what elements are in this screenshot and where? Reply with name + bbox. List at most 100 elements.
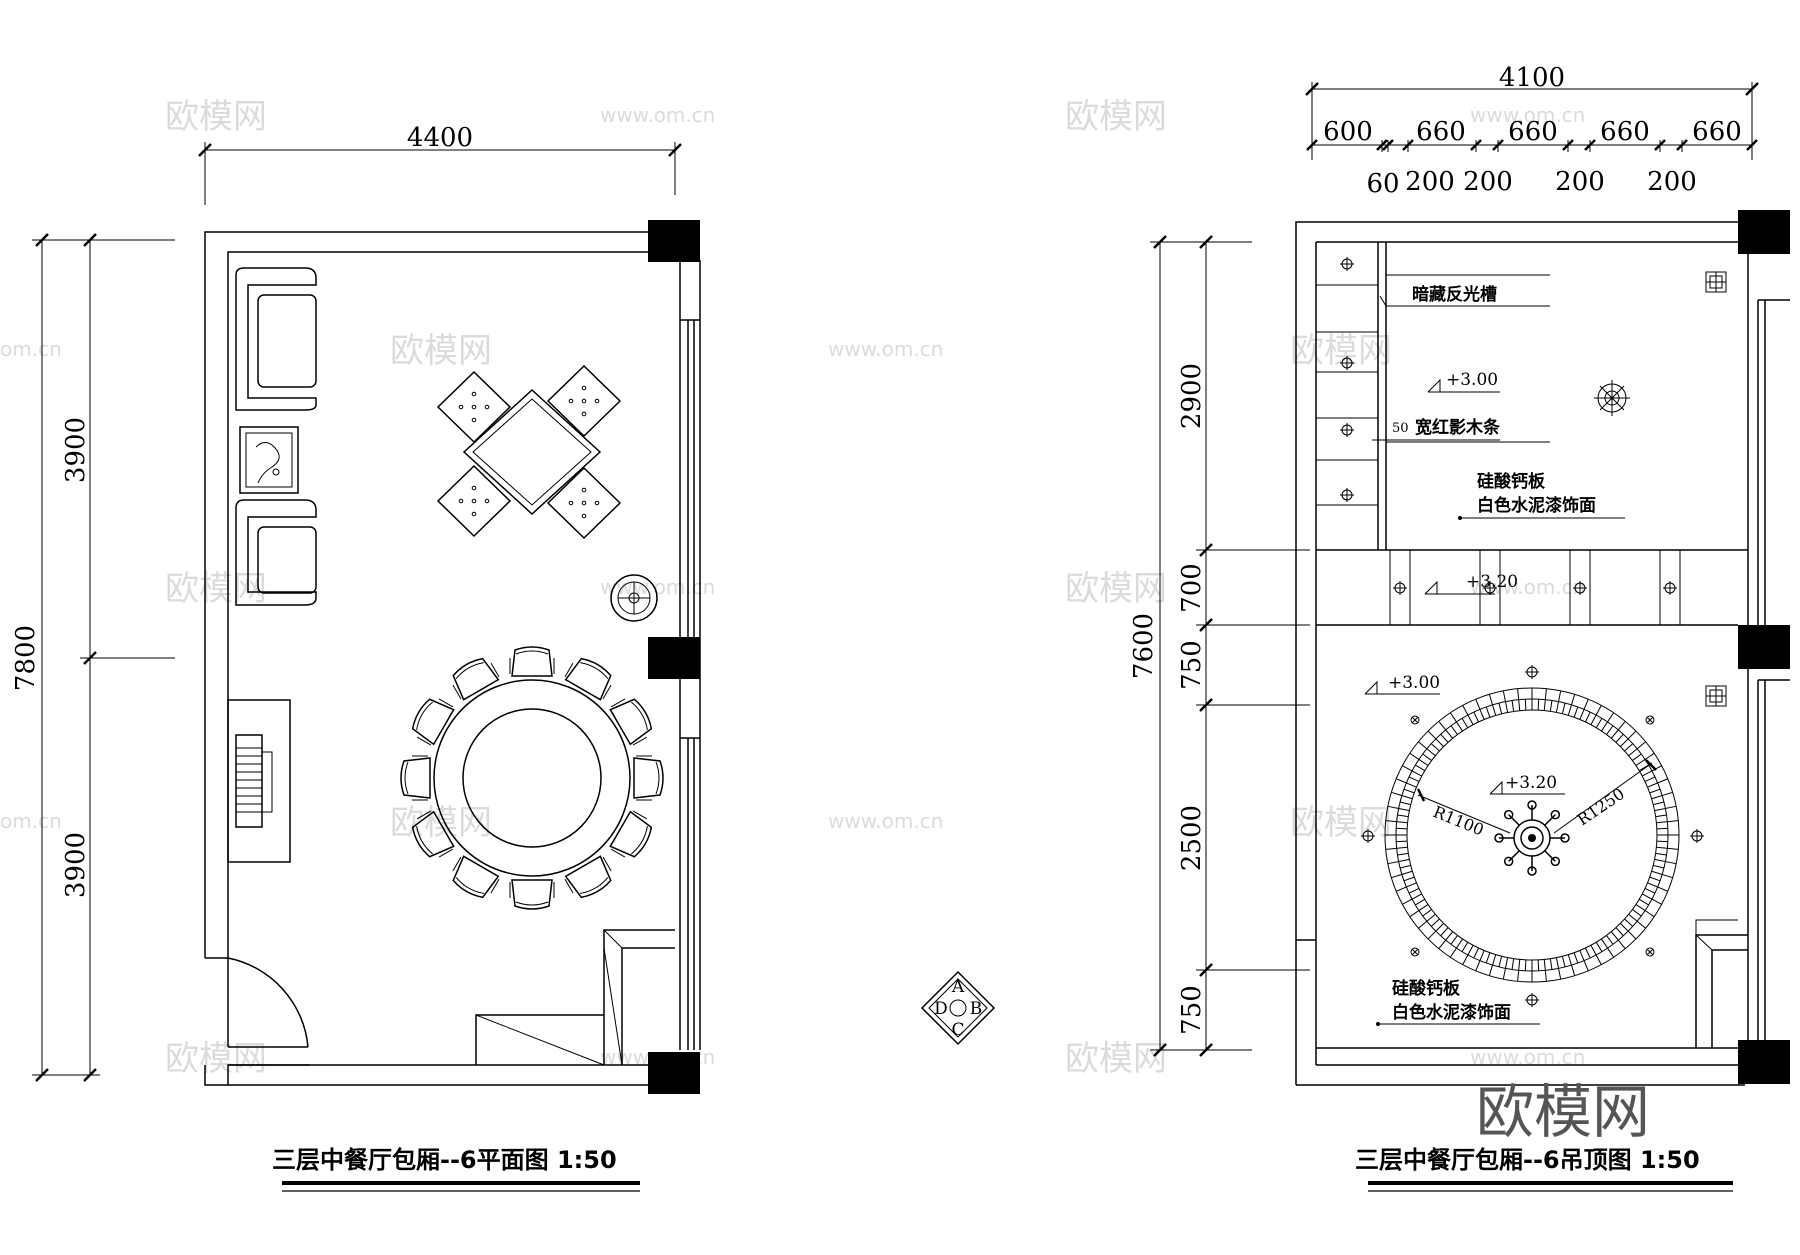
dim-600: 600 <box>1323 117 1373 147</box>
level-300-upper: +3.00 <box>1446 370 1498 390</box>
watermark-url: www.om.cn <box>1470 575 1585 599</box>
watermark-url: www.om.cn <box>828 337 943 361</box>
ring-segment <box>1653 864 1665 869</box>
ring-segment <box>1422 909 1432 917</box>
dining-chair <box>411 810 455 858</box>
dim-660: 660 <box>1508 117 1558 147</box>
ring-segment <box>1615 927 1624 937</box>
ring-segment <box>1644 776 1656 783</box>
plan-top-dimension: 4400 <box>198 123 682 205</box>
note-board-upper-2: 白色水泥漆饰面 <box>1477 495 1596 516</box>
orientation-compass: A B C D <box>920 970 996 1046</box>
watermark-layer: 欧模网 www.om.cn 欧模网 www.om.cn om.cn 欧模网 ww… <box>0 97 1585 1079</box>
chandelier-arms <box>1494 800 1570 876</box>
ring-segment <box>1615 733 1624 743</box>
column <box>648 637 700 679</box>
ring-segment <box>1561 702 1566 714</box>
dining-chair <box>452 855 500 899</box>
ring-segment <box>1632 753 1642 761</box>
chandelier-arm <box>1544 814 1556 826</box>
ceiling-middle-strip: +3.20 <box>1389 550 1681 625</box>
ring-segment <box>1461 941 1469 952</box>
ring-segment <box>1656 827 1668 830</box>
dim-7600: 7600 <box>1129 613 1159 679</box>
ring-segment <box>1649 788 1661 794</box>
dining-chair <box>400 755 431 801</box>
air-vent <box>1705 271 1727 293</box>
compass-c: C <box>951 1020 964 1040</box>
ceiling-upper-zone: 暗藏反光槽 +3.00 50 宽红影木条 硅酸钙板 白色水泥漆饰面 <box>1316 242 1748 626</box>
dim-tick <box>1306 139 1318 151</box>
ring-segment <box>1498 702 1503 714</box>
ring-segment <box>1415 764 1426 772</box>
dim-200: 200 <box>1647 167 1697 197</box>
dining-chair <box>564 657 612 701</box>
watermark-logo: 欧模网 <box>1065 97 1167 137</box>
lounge-armchairs <box>235 267 317 606</box>
plan-left-dimension: 7800 3900 3900 <box>11 233 175 1082</box>
watermark-logo: 欧模网 <box>1290 331 1392 371</box>
compass-b: B <box>970 999 983 1019</box>
dim-tick <box>1676 139 1688 151</box>
dim-tick <box>1746 139 1758 151</box>
watermark-logo: 欧模网 <box>1065 569 1167 609</box>
ceiling-top-dimension: 4100 600 660 660 660 660 60 200 200 200 … <box>1305 63 1759 199</box>
dim-7800: 7800 <box>11 625 41 691</box>
note-board-lower-1: 硅酸钙板 <box>1392 978 1461 999</box>
watermark-url: om.cn <box>0 337 62 361</box>
ring-segment <box>1396 840 1408 843</box>
dim-tick <box>1584 139 1596 151</box>
ring-segment <box>1524 699 1527 711</box>
dining-chair <box>633 755 664 801</box>
chair <box>436 464 512 538</box>
ring-segment <box>1632 909 1642 917</box>
chandelier-bulb <box>1503 856 1514 867</box>
downlights <box>1361 665 1704 1007</box>
chandelier-bulb <box>1527 866 1537 876</box>
dim-2500: 2500 <box>1177 805 1207 871</box>
ring-segment <box>1595 718 1603 729</box>
chair <box>546 364 622 438</box>
ring-segment <box>1537 959 1540 971</box>
ring-segment <box>1399 801 1411 806</box>
ring-segment <box>1584 711 1591 723</box>
dim-tick <box>1402 139 1414 151</box>
ring-segment <box>1511 700 1515 712</box>
chandelier-arm <box>1544 850 1556 862</box>
note-strip-width: 50 <box>1392 421 1409 436</box>
ring-segment <box>1584 947 1591 959</box>
ring-segment <box>1415 898 1426 906</box>
dining-chair <box>509 646 555 677</box>
ring-segment <box>1549 958 1553 970</box>
compass-d: D <box>934 999 948 1019</box>
dining-chair <box>609 810 653 858</box>
ring-segment <box>1473 947 1480 959</box>
plan-title-block: 三层中餐厅包厢--6平面图 1:50 <box>272 1146 640 1192</box>
dining-chair <box>609 698 653 746</box>
ring-mid-line <box>1395 698 1669 972</box>
round-dining-table <box>400 646 664 910</box>
dim-660: 660 <box>1692 117 1742 147</box>
dim-200: 200 <box>1405 167 1455 197</box>
ring-segment <box>1485 706 1491 718</box>
ring-segment <box>1573 706 1579 718</box>
ring-segment <box>1396 827 1408 830</box>
ring-segment <box>1397 814 1409 818</box>
circular-ceiling-ring <box>1385 688 1679 982</box>
ring-segment <box>1624 918 1634 927</box>
ring-segment <box>1606 725 1614 735</box>
dim-200: 200 <box>1463 167 1513 197</box>
dim-tick <box>1382 139 1394 151</box>
ring-segment <box>1440 733 1449 743</box>
central-chandelier <box>1494 800 1570 876</box>
ring-segment <box>1573 952 1579 964</box>
floor-plan: 4400 7800 3900 3900 <box>11 123 701 1192</box>
dim-4400: 4400 <box>407 123 473 153</box>
ring-segment <box>1561 956 1566 968</box>
ceiling-walls <box>1295 210 1790 1086</box>
dim-750: 750 <box>1177 985 1207 1035</box>
chandelier-bulb <box>1550 856 1561 867</box>
watermark-url: www.om.cn <box>828 809 943 833</box>
ceiling-plan: 4100 600 660 660 660 660 60 200 200 200 … <box>1129 63 1790 1192</box>
compass-a: A <box>951 977 965 997</box>
